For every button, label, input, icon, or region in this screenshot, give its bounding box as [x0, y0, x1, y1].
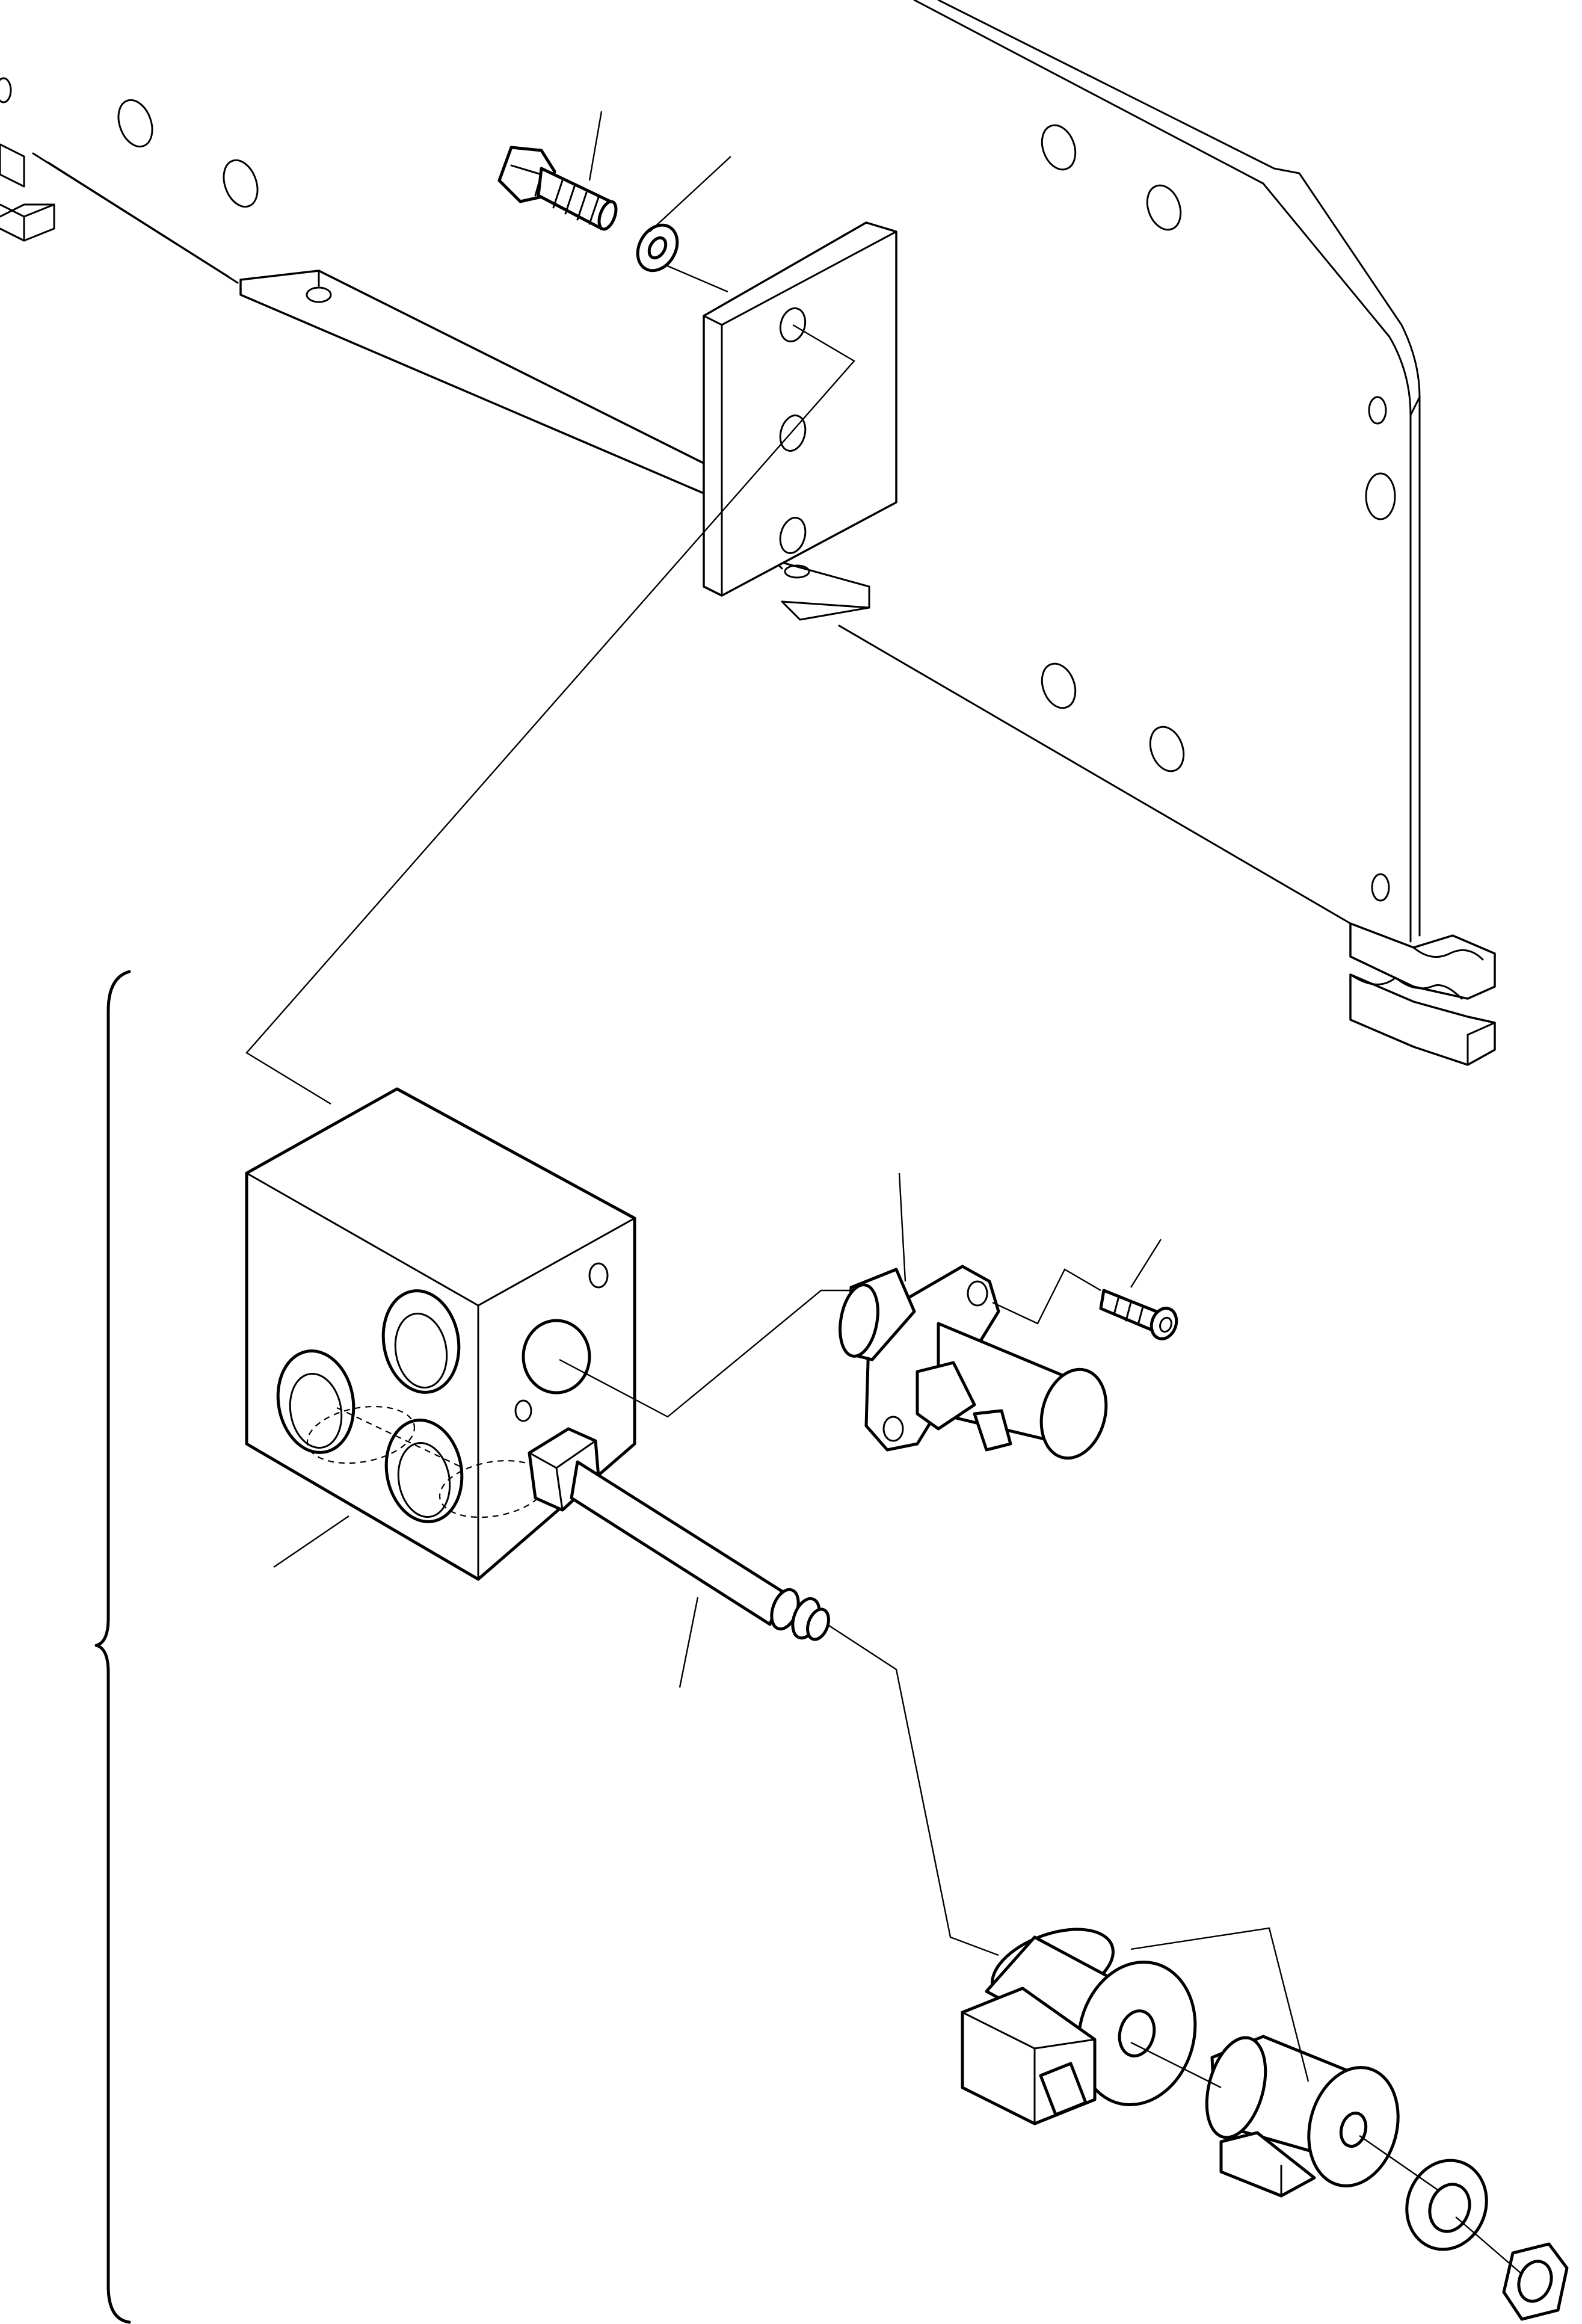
- socket-screw: [1099, 1289, 1178, 1340]
- hex-bolt: [497, 146, 618, 231]
- leaders-bottom: [1130, 1927, 1522, 2275]
- coil-washer: [1405, 2159, 1488, 2251]
- side-frame-plate: [0, 0, 1421, 943]
- solenoid-stem: [528, 1427, 830, 1641]
- group-brace: [94, 970, 131, 2324]
- mounting-bracket: [703, 221, 897, 597]
- coil-sleeve: [1205, 2035, 1400, 2198]
- left-clamp-fragment: [0, 143, 55, 242]
- leaders-middle: [273, 1173, 1162, 1956]
- washer: [636, 223, 679, 273]
- hex-nut: [1502, 2242, 1569, 2321]
- solenoid-coil: [961, 1928, 1197, 2125]
- cartridge-valve: [839, 1265, 1108, 1460]
- valve-block: [245, 1087, 636, 1581]
- right-clamp: [1349, 922, 1496, 1066]
- leaders-top: [245, 111, 855, 1105]
